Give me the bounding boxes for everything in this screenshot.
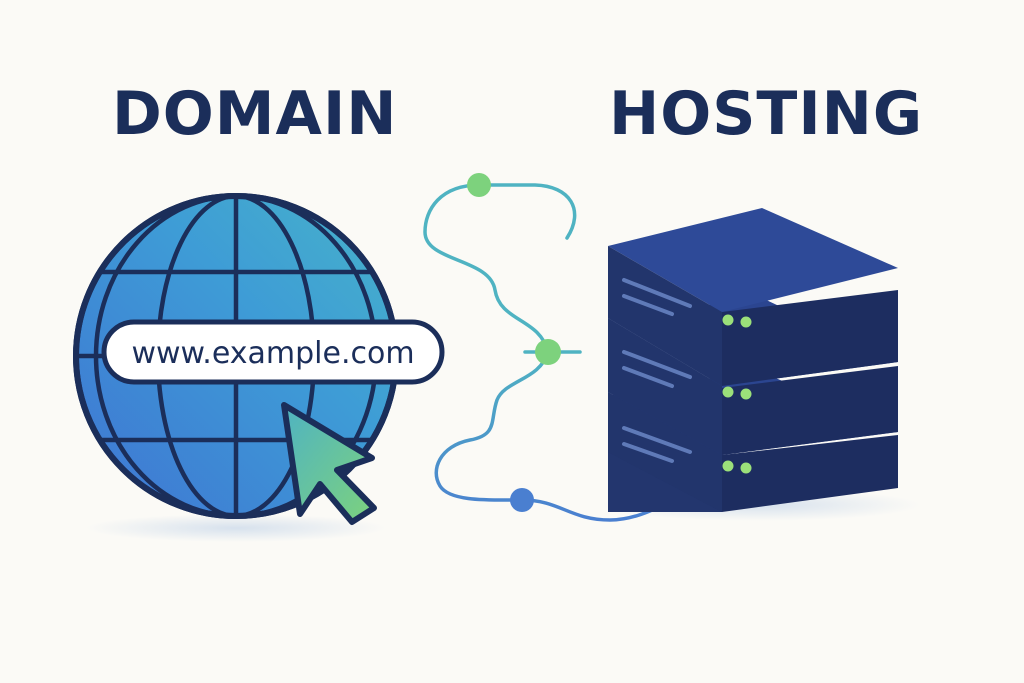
connector-node-bottom [510,488,534,512]
url-text: www.example.com [131,336,414,371]
globe-shadow [86,514,386,542]
address-bar[interactable]: www.example.com [101,319,445,385]
hosting-heading: HOSTING [609,79,924,149]
server-stack-icon [608,208,898,512]
cursor-arrow-icon [281,402,377,525]
connector-node-middle [535,339,561,365]
server-unit-top [608,208,898,386]
connector-node-top [467,173,491,197]
domain-heading: DOMAIN [112,79,398,149]
